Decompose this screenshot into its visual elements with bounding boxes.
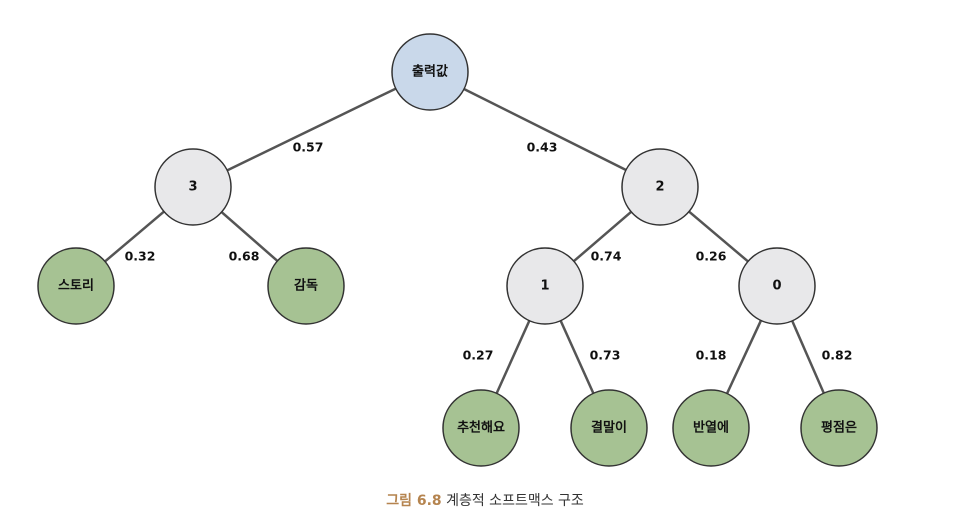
node-leaf_ending: 결말이 bbox=[570, 389, 648, 467]
edge-probability-n3-leaf_story: 0.32 bbox=[125, 249, 156, 264]
caption-figure-number: 그림 6.8 bbox=[386, 493, 442, 509]
edge-n3-leaf_story bbox=[104, 210, 165, 263]
node-circle-leaf_rating bbox=[800, 389, 878, 467]
node-n1: 1 bbox=[506, 247, 584, 325]
edge-probability-root-n3: 0.57 bbox=[293, 140, 324, 155]
tree-diagram: 0.57 0.43 0.32 0.68 0.74 0.26 0.27 0.73 0.18 0.82… bbox=[37, 33, 878, 467]
node-circle-n1 bbox=[506, 247, 584, 325]
node-leaf_rating: 평점은 bbox=[800, 389, 878, 467]
node-circle-leaf_director bbox=[267, 247, 345, 325]
edge-probability-n2-n0: 0.26 bbox=[696, 249, 727, 264]
node-circle-n0 bbox=[738, 247, 816, 325]
node-label-leaf_rating: 평점은 bbox=[821, 420, 857, 436]
edge-probability-root-n2: 0.43 bbox=[527, 140, 558, 155]
node-n0: 0 bbox=[738, 247, 816, 325]
edge-n0-leaf_rating bbox=[791, 320, 825, 394]
edges-group: 0.57 0.43 0.32 0.68 0.74 0.26 0.27 0.73 0.18 0.82 bbox=[104, 87, 853, 395]
node-label-leaf_director: 감독 bbox=[294, 279, 318, 294]
node-leaf_director: 감독 bbox=[267, 247, 345, 325]
node-label-n3: 3 bbox=[188, 180, 197, 195]
node-leaf_recommend: 추천해요 bbox=[442, 389, 520, 467]
node-circle-leaf_ending bbox=[570, 389, 648, 467]
node-label-n1: 1 bbox=[540, 279, 549, 294]
node-circle-root bbox=[391, 33, 469, 111]
node-label-root: 출력값 bbox=[412, 64, 448, 80]
node-label-n0: 0 bbox=[772, 279, 781, 294]
edge-n3-leaf_director bbox=[220, 211, 279, 262]
node-label-leaf_half: 반열에 bbox=[693, 420, 729, 436]
edge-n0-leaf_half bbox=[725, 319, 763, 395]
edge-n2-n0 bbox=[688, 210, 749, 263]
edge-probability-n0-leaf_rating: 0.82 bbox=[822, 348, 853, 363]
node-leaf_story: 스토리 bbox=[37, 247, 115, 325]
edge-n1-leaf_ending bbox=[559, 320, 595, 394]
caption-text: 계층적 소프트맥스 구조 bbox=[446, 493, 584, 509]
node-circle-n3 bbox=[154, 148, 232, 226]
edge-n2-n1 bbox=[572, 210, 633, 263]
edge-probability-n3-leaf_director: 0.68 bbox=[229, 249, 260, 264]
node-n3: 3 bbox=[154, 148, 232, 226]
node-n2: 2 bbox=[621, 148, 699, 226]
node-label-leaf_story: 스토리 bbox=[58, 278, 94, 294]
node-label-n2: 2 bbox=[655, 180, 664, 195]
node-leaf_half: 반열에 bbox=[672, 389, 750, 467]
node-root: 출력값 bbox=[391, 33, 469, 111]
node-label-leaf_recommend: 추천해요 bbox=[457, 420, 505, 436]
node-circle-leaf_half bbox=[672, 389, 750, 467]
node-label-leaf_ending: 결말이 bbox=[591, 420, 627, 436]
edge-n1-leaf_recommend bbox=[495, 320, 531, 394]
edge-root-n2 bbox=[463, 87, 627, 172]
edge-probability-n1-leaf_ending: 0.73 bbox=[590, 348, 621, 363]
node-circle-leaf_story bbox=[37, 247, 115, 325]
diagram-panel: 0.57 0.43 0.32 0.68 0.74 0.26 0.27 0.73 0.18 0.82… bbox=[10, 10, 958, 472]
edge-probability-n1-leaf_recommend: 0.27 bbox=[463, 348, 494, 363]
node-circle-leaf_recommend bbox=[442, 389, 520, 467]
edge-root-n3 bbox=[226, 87, 397, 172]
edge-probability-n2-n1: 0.74 bbox=[591, 249, 622, 264]
nodes-group: 출력값 3 2 스토리 감독 1 0 추천해요 결말이 반열에 평점은 bbox=[37, 33, 878, 467]
figure-caption: 그림 6.8 계층적 소프트맥스 구조 bbox=[0, 490, 970, 510]
edge-probability-n0-leaf_half: 0.18 bbox=[696, 348, 727, 363]
node-circle-n2 bbox=[621, 148, 699, 226]
